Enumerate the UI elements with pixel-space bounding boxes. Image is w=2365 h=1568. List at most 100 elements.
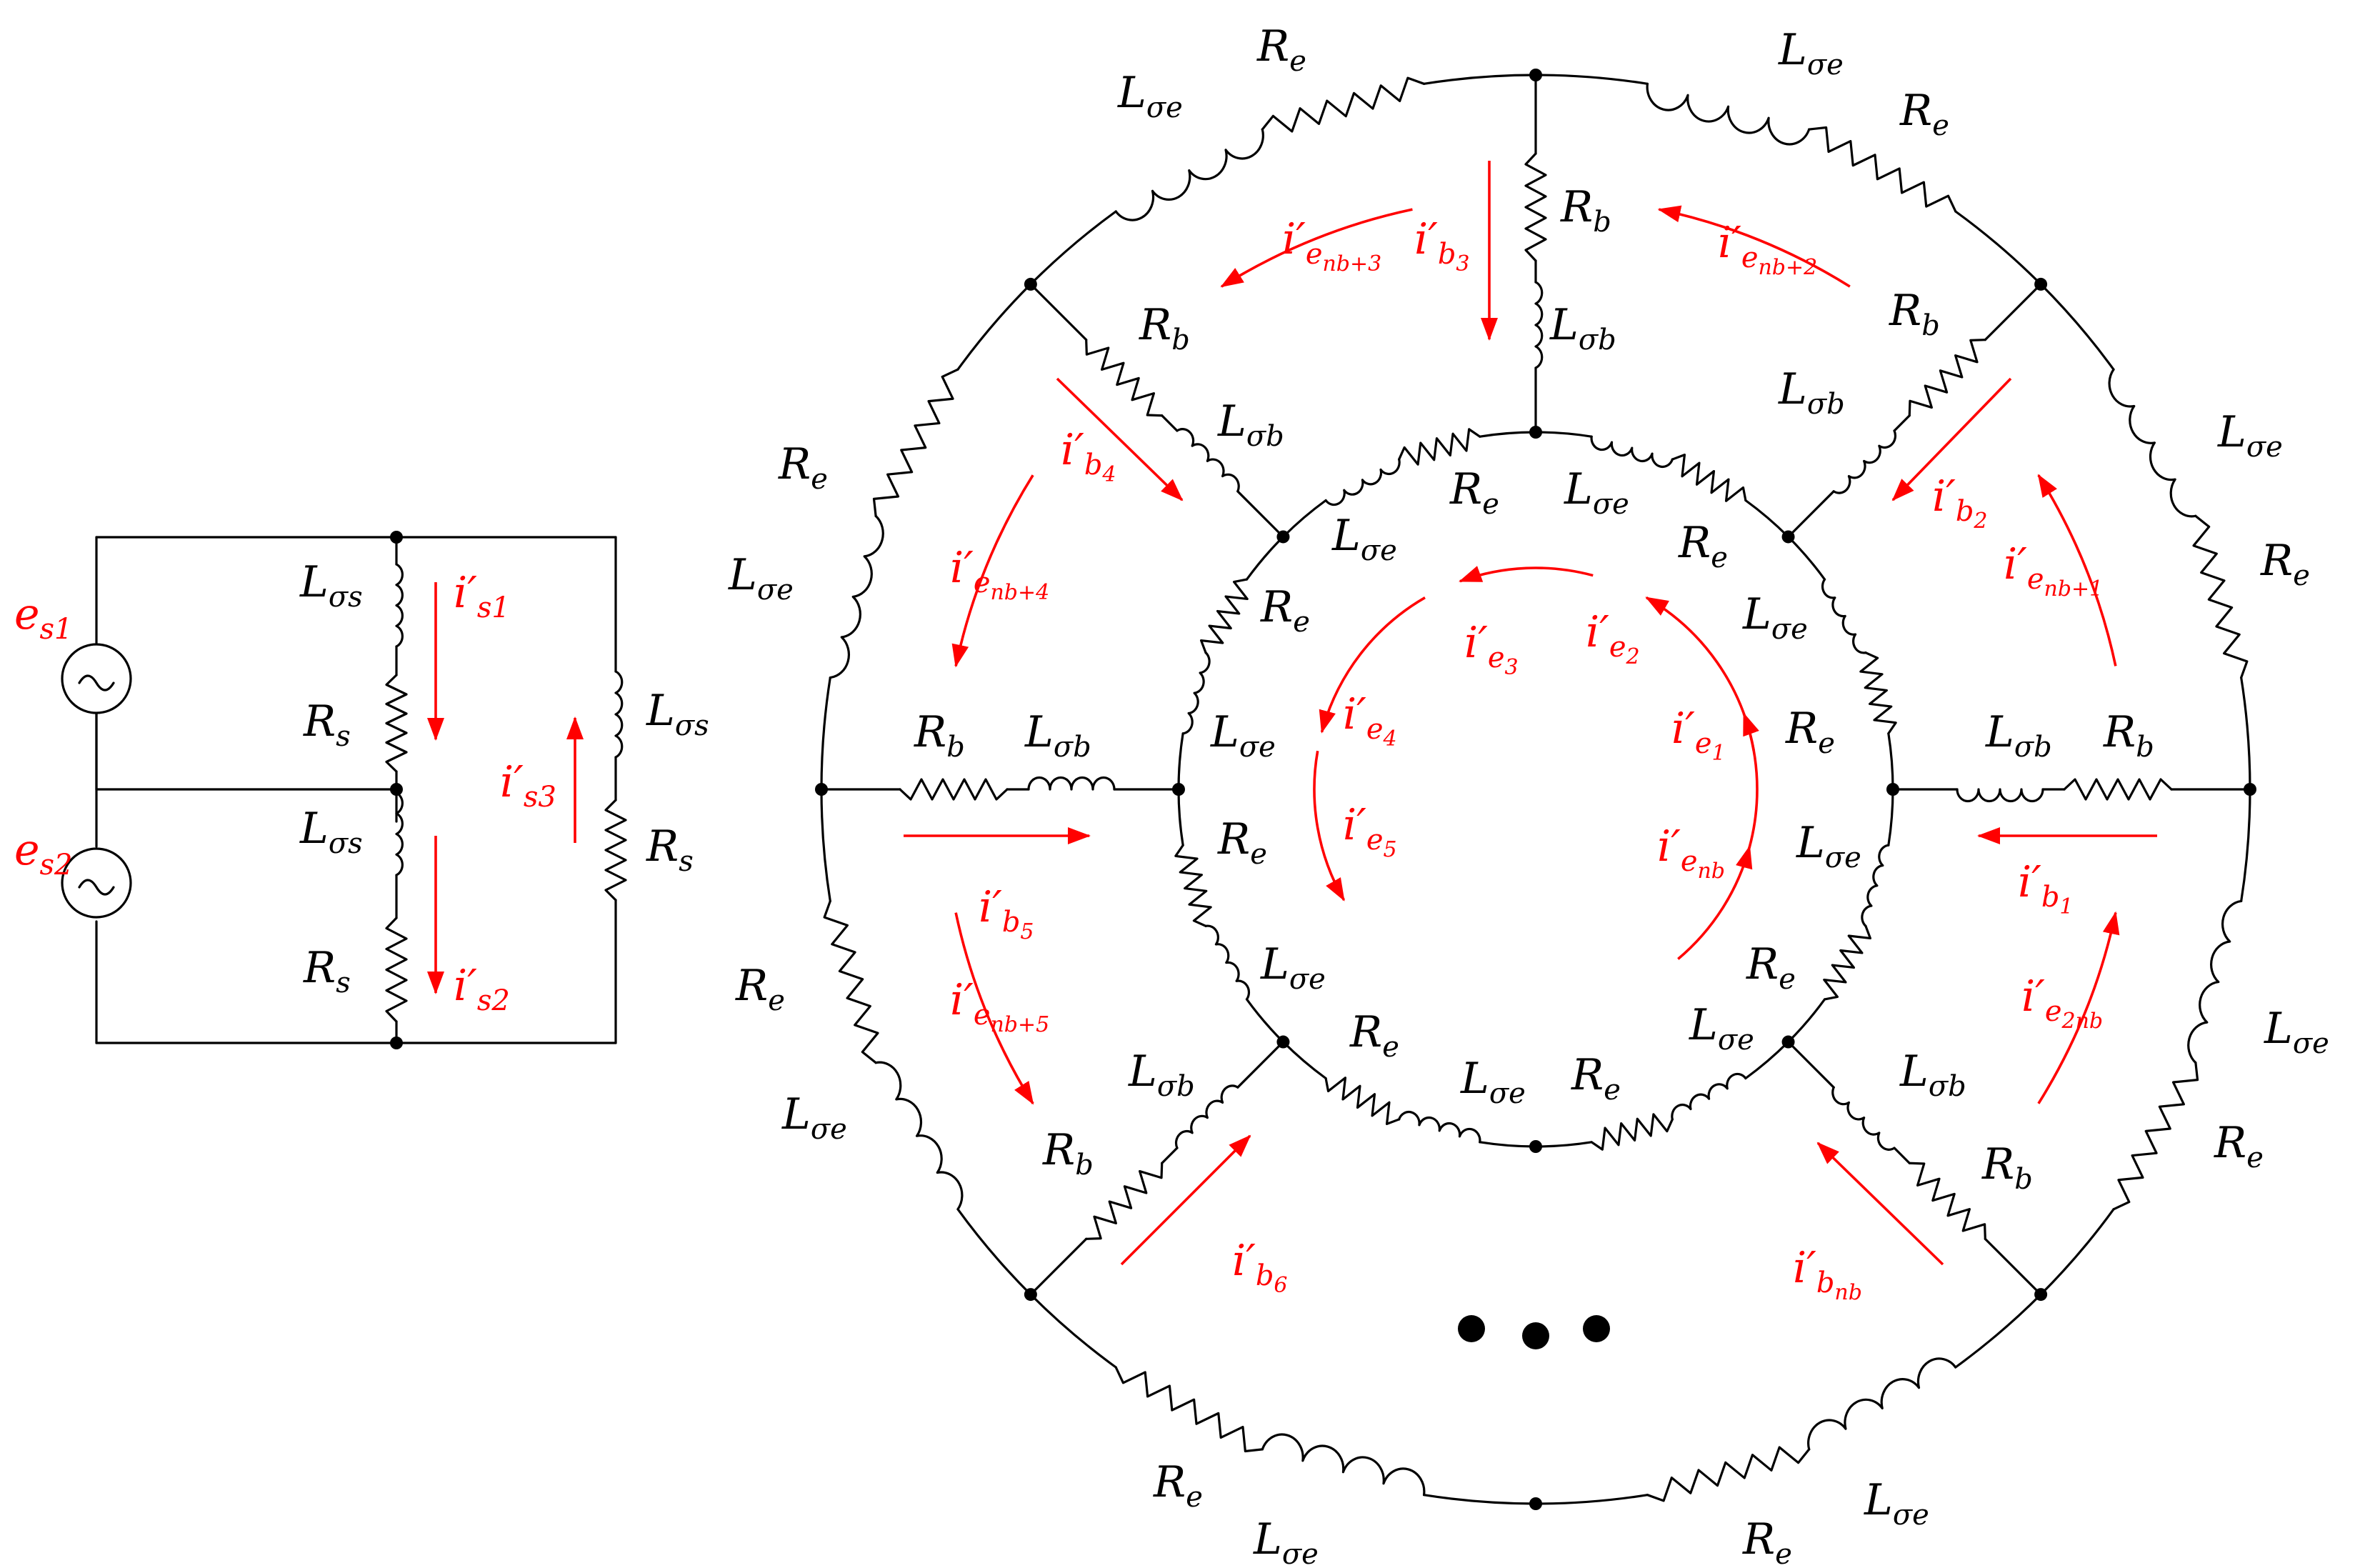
junction-dot [1276, 530, 1290, 544]
outer-current-arrow [2037, 474, 2117, 666]
inner-ring-inductor-label: Lσe [1331, 511, 1397, 567]
outer-ring-wire [1534, 1494, 1649, 1505]
inner-current-arrow [1319, 596, 1426, 734]
inner-ring-wire [1744, 499, 1790, 539]
outer-current-arrow [2037, 911, 2120, 1104]
bar-inductor-label: Lσb [1128, 1047, 1195, 1103]
bar-resistor-label: Rb [1889, 286, 1940, 342]
outer-ring-inductor-label: Lσe [1117, 68, 1183, 124]
inner-ring-wire [1245, 535, 1285, 581]
junction-dot [1781, 1035, 1795, 1049]
inner-current-arrow [1677, 845, 1753, 960]
bar-wire [1893, 1147, 1911, 1164]
outer-ring-current-label: i′enb+5 [950, 975, 1049, 1037]
inner-ring-inductor-label: Lσe [1260, 939, 1326, 996]
bar-inductor [1956, 788, 2044, 803]
junction-dot [1529, 1140, 1542, 1153]
outer-ring-current-label: i′enb+1 [2004, 539, 2103, 601]
outer-ring-wire [1534, 74, 1649, 85]
junction-dot [1276, 1035, 1290, 1049]
junction-dot [2244, 783, 2256, 796]
junction-dot [390, 531, 403, 544]
outer-ring-wire [1029, 210, 1117, 286]
outer-ring-current-label: i′e2nb [2021, 972, 2103, 1034]
bar-resistor [1524, 152, 1547, 262]
outer-ring-inductor [1114, 128, 1264, 221]
outer-ring-inductor-label: Lσe [781, 1089, 847, 1146]
junction-dot [2034, 1288, 2048, 1302]
inner-ring-inductor [1671, 1072, 1747, 1121]
junction-dot [815, 783, 828, 796]
bar-inductor-label: Lσb [1024, 707, 1091, 764]
inner-ring-resistor [1590, 1113, 1674, 1151]
bar-resistor-label: Rb [914, 707, 965, 764]
outer-ring-current-label: i′enb+3 [1282, 214, 1381, 276]
bar-wire [1984, 1237, 2042, 1296]
bar-wire [1161, 414, 1179, 432]
current-arrows-layer [427, 161, 2157, 1266]
inner-ring-inductor [1204, 924, 1251, 1001]
junction-dot [1529, 69, 1542, 81]
stator-inductor-label: Lσs [646, 686, 709, 742]
inner-ring-inductor-label: Lσe [1742, 589, 1808, 646]
inner-ring-inductor-label: Lσe [1689, 1000, 1754, 1057]
outer-current-arrow [951, 474, 1034, 668]
outer-ring-resistor [823, 899, 879, 1064]
outer-ring-inductor-label: Lσe [1778, 25, 1844, 81]
sine-icon [78, 674, 115, 691]
junction-dot [2034, 277, 2048, 291]
inner-ring-wire [1177, 732, 1184, 791]
outer-ring-inductor-label: Lσe [2264, 1004, 2329, 1060]
outer-ring-resistor-label: Re [778, 439, 828, 496]
inner-ring-current-label: i′e3 [1464, 618, 1519, 680]
bar-inductor [1027, 776, 1116, 791]
inner-ring-wire [1281, 499, 1327, 539]
inner-ring-resistor [1859, 651, 1897, 735]
bar-inductor [1534, 281, 1544, 369]
inner-ring-wire [1479, 1141, 1537, 1148]
bar-inductor [1831, 1086, 1896, 1151]
outer-ring-resistor [1261, 76, 1426, 133]
inner-ring-wire [1281, 1040, 1327, 1080]
stator-inductor-label: Lσs [299, 557, 363, 614]
outer-ring-inductor-label: Lσe [1864, 1475, 1929, 1532]
ac-source-icon [61, 847, 132, 919]
bar-resistor-label: Rb [1981, 1139, 2033, 1196]
inner-ring-resistor-label: Re [1217, 814, 1267, 871]
inner-current-arrow [1313, 750, 1346, 902]
inner-ring-wire [1245, 998, 1285, 1044]
bar-resistor-label: Rb [2103, 707, 2154, 764]
outer-ring-wire [2039, 283, 2115, 371]
bar-wire [1786, 1040, 1835, 1089]
bar-resistor [899, 778, 1009, 801]
outer-ring-wire [2240, 676, 2251, 791]
junction-dot [1886, 783, 1899, 796]
bar-inductor-label: Lσb [1778, 364, 1845, 421]
bar-wire [1161, 1147, 1179, 1164]
outer-ring-inductor [874, 1061, 964, 1211]
bar-current-label: i′b5 [979, 882, 1034, 944]
stator-resistor-2 [385, 917, 408, 1023]
bar-current-arrow [1891, 377, 2012, 501]
outer-ring-resistor-label: Re [1256, 21, 1306, 78]
inner-ring-resistor-label: Re [1571, 1050, 1621, 1107]
outer-ring-inductor-label: Lσe [2217, 407, 2283, 464]
junction-dot [1781, 530, 1795, 544]
inner-ring-resistor-label: Re [1349, 1007, 1399, 1064]
outer-ring-wire [820, 676, 831, 791]
bar-current-label: i′b3 [1414, 214, 1470, 276]
inner-ring-inductor-label: Lσe [1210, 707, 1276, 764]
outer-ring-resistor [1646, 1446, 1811, 1502]
inner-ring-inductor [1398, 1110, 1481, 1144]
stator-resistor-label: Rs [303, 943, 351, 999]
outer-ring-resistor [872, 368, 959, 517]
outer-ring-inductor [2187, 899, 2243, 1064]
junction-dot [1024, 277, 1037, 291]
inner-ring-inductor-label: Lσe [1564, 464, 1629, 521]
stator-resistor-label: Rs [646, 822, 694, 878]
inner-ring-wire [1887, 788, 1894, 847]
inner-ring-current-label: i′e1 [1671, 704, 1726, 766]
bar-current-label: i′b1 [2018, 857, 2074, 919]
